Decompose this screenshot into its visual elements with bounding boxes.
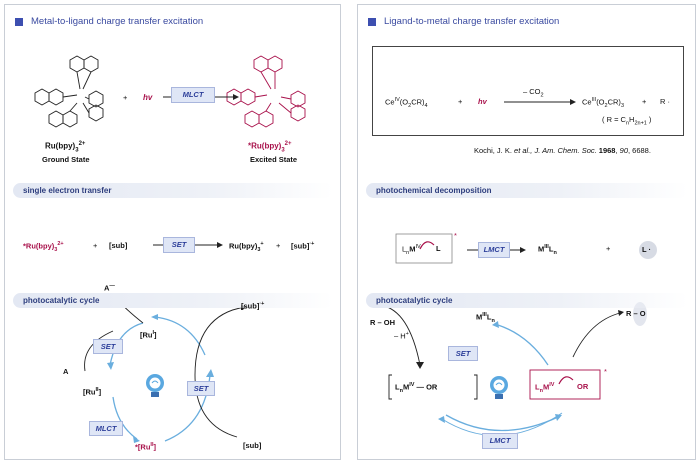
alcohol-label: R – OH xyxy=(370,318,396,327)
sub-label: [sub] xyxy=(243,441,262,450)
decomp-complex: LnMIV xyxy=(402,244,421,256)
sub-entry-arc xyxy=(194,306,246,438)
r-definition: ( R = CnH2n+1 ) xyxy=(602,115,652,127)
lmct-scheme-art xyxy=(375,99,657,436)
decomp-ligand: L xyxy=(436,244,441,253)
cycle-set-box: SET xyxy=(448,346,478,361)
alkoxy-radical-label: R – O xyxy=(626,309,646,318)
cycle-mlct-box: MLCT xyxy=(89,421,123,436)
right-cycle-complex: LnMIV xyxy=(535,382,555,394)
excited-state-structure xyxy=(226,55,306,128)
lightbulb-icon xyxy=(490,376,508,399)
a-minus-label: A— xyxy=(104,283,115,293)
set-reactant-2: [sub] xyxy=(109,241,128,250)
plus-sign: + xyxy=(123,93,128,102)
alkyl-radical: R · xyxy=(660,97,670,106)
right-cycle-star: * xyxy=(604,367,607,376)
section-single-electron-transfer: single electron transfer xyxy=(13,183,333,198)
left-cycle-bracket-l xyxy=(388,374,392,400)
lightbulb-icon xyxy=(146,374,164,397)
ground-state-structure xyxy=(34,55,104,128)
mlct-step-box: MLCT xyxy=(171,87,215,103)
decomp-complex-frame xyxy=(395,233,453,264)
proton-loss: – H+ xyxy=(394,331,409,341)
ligand-radical: L · xyxy=(642,245,652,254)
hv-label: hv xyxy=(143,93,153,102)
ce-iv-reactant: CeIV(O2CR)4 xyxy=(385,97,428,109)
set-reactant-1: *Ru(bpy)32+ xyxy=(23,241,64,253)
reaction-scheme-art xyxy=(34,55,306,443)
set-product-2: [sub]·+ xyxy=(291,241,315,251)
co2-loss: – CO2 xyxy=(523,87,544,99)
lmct-step-box: LMCT xyxy=(478,242,510,258)
left-cycle-complex: LnMIV — OR xyxy=(395,382,438,394)
cycle-arrowheads-right xyxy=(438,321,562,423)
m-iii-cycle-label: MIIILn xyxy=(476,312,495,324)
cycle-arrows xyxy=(84,294,211,442)
decomp-star: * xyxy=(454,231,457,240)
section-photochemical-decomposition: photochemical decomposition xyxy=(366,183,688,198)
ground-state-caption: Ground State xyxy=(42,155,90,164)
mlct-panel-title: Metal-to-ligand charge transfer excitati… xyxy=(31,16,204,27)
eq-plus-2: + xyxy=(642,97,647,106)
ru-i-label: [RuI] xyxy=(140,330,157,340)
kochi-reference: Kochi, J. K. et al., J. Am. Chem. Soc. 1… xyxy=(474,146,651,155)
set-step-box: SET xyxy=(163,237,195,253)
ru-ii-label: [RuII] xyxy=(83,387,102,397)
cycle-set-box-top: SET xyxy=(93,339,123,354)
right-cycle-complex-frame xyxy=(529,369,601,400)
section-photocatalytic-cycle: photocatalytic cycle xyxy=(13,293,333,308)
excited-state-caption: Excited State xyxy=(250,155,298,164)
cycle-lmct-box: LMCT xyxy=(482,433,518,449)
title-marker xyxy=(368,18,376,26)
kochi-reaction-frame xyxy=(372,46,684,136)
ground-state-formula: Ru(bpy)32+ xyxy=(45,141,86,154)
mlct-panel: Metal-to-ligand charge transfer excitati… xyxy=(4,4,341,460)
decomp-plus: + xyxy=(606,244,611,253)
cycle-set-box-right: SET xyxy=(187,381,215,396)
title-marker xyxy=(15,18,23,26)
a-label: A xyxy=(63,367,69,376)
ru-ii-excited-label: *[RuII] xyxy=(135,442,156,452)
right-cycle-or: OR xyxy=(577,382,589,391)
set-plus-1: + xyxy=(93,241,98,250)
ligand-radical-bubble xyxy=(639,241,657,259)
ce-iii-product: CeIII(O2CR)3 xyxy=(582,97,624,109)
lmct-panel: Ligand-to-metal charge transfer excitati… xyxy=(357,4,696,460)
alkoxy-radical-bubble xyxy=(633,302,647,326)
m-iii-product: MIIILn xyxy=(538,244,557,256)
left-cycle-bracket-r xyxy=(474,374,478,400)
eq-plus-1: + xyxy=(458,97,463,106)
set-plus-2: + xyxy=(276,241,281,250)
cycle-arrowheads xyxy=(107,314,214,443)
lmct-panel-title: Ligand-to-metal charge transfer excitati… xyxy=(384,16,560,27)
set-product-1: Ru(bpy)3+ xyxy=(229,241,264,253)
section-photocatalytic-cycle-right: photocatalytic cycle xyxy=(366,293,688,308)
excited-state-formula: *Ru(bpy)32+ xyxy=(248,141,292,154)
eq-hv: hv xyxy=(478,97,487,106)
sub-radical-label: [sub]·+ xyxy=(241,301,265,311)
